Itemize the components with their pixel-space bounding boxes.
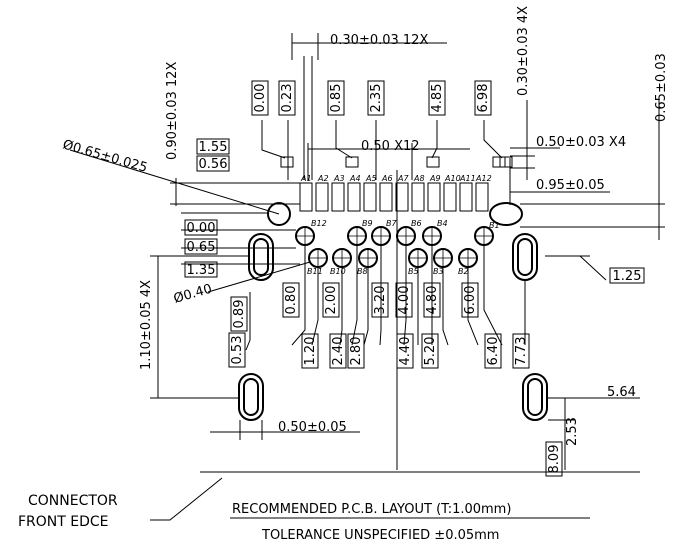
front-edge-label: FRONT EDCE [18, 514, 109, 530]
boxed-top-0: 0.00 [253, 84, 268, 113]
bottom-dim-13: 6.40 [486, 337, 501, 366]
bottom-dim-11: 5.20 [423, 337, 438, 366]
pin-a3: A3 [333, 174, 345, 183]
slot-height-callout: 1.10±0.05 4X [139, 280, 154, 370]
boxed-top-2: 0.85 [329, 84, 344, 113]
connector-label: CONNECTOR [28, 493, 118, 509]
pin-b9: B9 [362, 219, 373, 228]
top-pitch-callout: 0.30±0.03 12X [330, 33, 428, 48]
pin-b10: B10 [330, 267, 346, 276]
boxed-left-0: 1.55 [199, 140, 228, 155]
drawing-geometry [69, 33, 665, 521]
bottom-dim-1: 0.53 [230, 336, 245, 365]
boxed-top-dims: 0.00 0.23 0.85 2.35 4.85 6.98 [251, 80, 492, 116]
bottom-dim-5: 2.40 [331, 337, 346, 366]
boxed-top-3: 2.35 [369, 84, 384, 113]
peg-offset-callout: 0.95±0.05 [536, 178, 605, 193]
pin-b8: B8 [357, 267, 368, 276]
pad-width-x4-callout: 0.50±0.03 X4 [536, 135, 626, 150]
boxed-top-5: 6.98 [476, 84, 491, 113]
boxed-top-4: 4.85 [430, 84, 445, 113]
bottom-dim-4: 2.00 [324, 286, 339, 315]
pin-b12: B12 [311, 219, 327, 228]
boxed-top-1: 0.23 [280, 84, 295, 113]
boxed-left-dims: 1.55 0.56 0.00 0.65 1.35 [184, 138, 230, 278]
bottom-dim-3: 1.20 [303, 337, 318, 366]
bottom-dim-2: 0.80 [284, 286, 299, 315]
bottom-dim-10: 4.80 [425, 286, 440, 315]
pin-labels-b-top: B12 B9 B7 B6 B4 B1 [311, 219, 500, 230]
bottom-dim-8: 4.00 [397, 286, 412, 315]
boxed-left-1: 0.56 [199, 157, 228, 172]
pad-pitch-x12-callout: 0.50 X12 [361, 139, 420, 154]
circle-dia-callout: Ø0.65±0.025 [61, 137, 149, 175]
via-dia-callout: Ø0.40 [172, 282, 214, 307]
pin-a5: A5 [365, 174, 377, 183]
boxed-right-dims: 1.25 8.09 [545, 267, 645, 477]
bottom-dims: 0.89 0.53 0.80 1.20 2.00 2.40 2.80 3.20 … [228, 282, 530, 369]
pin-b1: B1 [489, 221, 500, 230]
pin-labels-b-bottom: B11 B10 B8 B5 B3 B2 [307, 267, 469, 276]
notes: CONNECTOR FRONT EDCE RECOMMENDED P.C.B. … [18, 493, 511, 543]
right-pitch-callout: 0.30±0.03 4X [516, 6, 531, 96]
bottom-dim-12: 6.00 [463, 286, 478, 315]
tolerance-note: TOLERANCE UNSPECIFIED ±0.05mm [261, 528, 499, 543]
pin-a7: A7 [397, 174, 409, 183]
boxed-right-0: 1.25 [613, 269, 642, 284]
boxed-right-1: 8.09 [547, 445, 562, 474]
pin-a6: A6 [381, 174, 393, 183]
pin-a2: A2 [317, 174, 329, 183]
left-height-callout: 0.90±0.03 12X [165, 62, 180, 160]
pin-b3: B3 [433, 267, 444, 276]
slot-width-callout: 0.50±0.05 [278, 420, 347, 435]
boxed-left-4: 1.35 [187, 263, 216, 278]
bottom-dim-9: 4.40 [398, 337, 413, 366]
pin-b4: B4 [437, 219, 448, 228]
pin-b2: B2 [458, 267, 469, 276]
pin-a8: A8 [413, 174, 425, 183]
pin-a11: A11 [459, 174, 476, 183]
pin-labels-a: A1 A2 A3 A4 A5 A6 A7 A8 A9 A10 A11 A12 [300, 174, 492, 183]
pin-b7: B7 [386, 219, 397, 228]
bottom-dim-7: 3.20 [373, 286, 388, 315]
bottom-dim-6: 2.80 [349, 337, 364, 366]
boxed-left-3: 0.65 [187, 240, 216, 255]
right-slot-h-callout: 2.53 [565, 417, 580, 446]
pin-a12: A12 [475, 174, 492, 183]
bottom-dim-0: 0.89 [232, 300, 247, 329]
boxed-left-2: 0.00 [187, 221, 216, 236]
bottom-dim-14: 7.73 [514, 337, 529, 366]
pin-b6: B6 [411, 219, 422, 228]
far-right-callout: 0.65±0.03 [654, 53, 669, 122]
layout-title: RECOMMENDED P.C.B. LAYOUT (T:1.00mm) [232, 502, 511, 517]
pin-b11: B11 [307, 267, 323, 276]
pin-b5: B5 [408, 267, 419, 276]
pin-a4: A4 [349, 174, 361, 183]
pin-a1: A1 [300, 174, 312, 183]
pin-a10: A10 [444, 174, 461, 183]
pin-a9: A9 [429, 174, 441, 183]
right-slot-x-callout: 5.64 [607, 385, 636, 400]
